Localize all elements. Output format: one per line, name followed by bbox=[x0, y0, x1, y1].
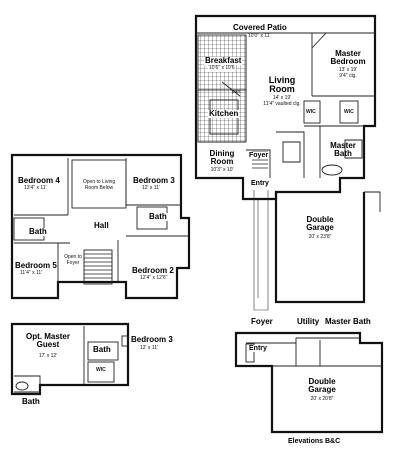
elev-foyer-label: Foyer bbox=[250, 317, 274, 327]
opt-bath-label: Bath bbox=[92, 345, 112, 355]
living-room-dim: 14' x 19' bbox=[272, 95, 292, 101]
living-room-note: 11'4" vaulted clg. bbox=[263, 101, 301, 107]
breakfast-label: Breakfast bbox=[204, 56, 243, 66]
covered-patio-dim: 10'0" x 11' bbox=[248, 33, 271, 39]
bedroom2-dim: 12'4" x 12'6" bbox=[140, 275, 168, 281]
elev-entry-label: Entry bbox=[248, 345, 268, 353]
master-bath-label: Master Bath bbox=[330, 141, 356, 159]
wic-right-label: WIC bbox=[344, 109, 354, 115]
master-bedroom-note: 9'4" clg. bbox=[339, 73, 357, 79]
master-bedroom-dim: 13' x 19' bbox=[338, 67, 358, 73]
elevations-caption: Elevations B&C bbox=[288, 438, 341, 445]
kitchen-label: Kitchen bbox=[208, 109, 240, 119]
elev-double-garage-dim: 20' x 20'8" bbox=[310, 396, 334, 402]
bath-left-label: Bath bbox=[28, 227, 48, 237]
opt-bath-bottom-label: Bath bbox=[22, 397, 40, 406]
opt-bedroom3-dim: 12' x 11' bbox=[140, 345, 158, 351]
bedroom3-label: Bedroom 3 bbox=[133, 176, 175, 185]
wic-closet-right bbox=[339, 100, 359, 124]
hall-label: Hall bbox=[94, 221, 109, 230]
open-to-foyer-label: Open to Foyer bbox=[64, 254, 82, 266]
opt-wic-label: WIC bbox=[96, 367, 106, 373]
dining-room-dim: 10'3" x 10' bbox=[210, 167, 234, 173]
breakfast-dim: 10'6" x 10'6 bbox=[208, 65, 236, 72]
bedroom5-label: Bedroom 5 bbox=[15, 261, 57, 270]
pantry-label: pan. bbox=[232, 89, 242, 95]
bedroom2-label: Bedroom 2 bbox=[132, 266, 174, 275]
bedroom5-dim: 11'4" x 11' bbox=[20, 270, 43, 276]
bedroom4-dim: 13'4" x 11' bbox=[24, 185, 47, 191]
double-garage-dim: 20' x 23'8" bbox=[308, 234, 332, 240]
bedroom3-dim: 12' x 11' bbox=[142, 185, 160, 191]
elevation-bc-plan bbox=[234, 331, 384, 434]
wic-closet-left bbox=[303, 100, 321, 124]
optional-master-guest-plan bbox=[10, 322, 130, 396]
double-garage-label: Double Garage bbox=[306, 215, 334, 233]
dining-room-label: Dining Room bbox=[209, 149, 235, 167]
foyer-label: Foyer bbox=[248, 152, 270, 160]
opt-bedroom3-label: Bedroom 3 bbox=[130, 335, 174, 345]
bath-right-label: Bath bbox=[148, 212, 168, 222]
elev-utility-label: Utility bbox=[296, 317, 321, 327]
wic-left-label: WIC bbox=[306, 109, 316, 115]
master-bedroom-label: Master Bedroom bbox=[330, 49, 366, 67]
bedroom4-label: Bedroom 4 bbox=[18, 176, 60, 185]
living-room-label: Living Room bbox=[268, 75, 296, 95]
opt-master-guest-label: Opt. Master Guest bbox=[25, 332, 70, 350]
covered-patio-label: Covered Patio bbox=[232, 23, 288, 33]
elev-master-bath-label: Master Bath bbox=[324, 317, 372, 327]
opt-master-guest-dim: 17' x 12' bbox=[38, 353, 58, 359]
entry-label: Entry bbox=[250, 180, 270, 188]
open-to-living-label: Open to Living Room Below bbox=[82, 179, 116, 191]
elev-double-garage-label: Double Garage bbox=[308, 377, 336, 395]
